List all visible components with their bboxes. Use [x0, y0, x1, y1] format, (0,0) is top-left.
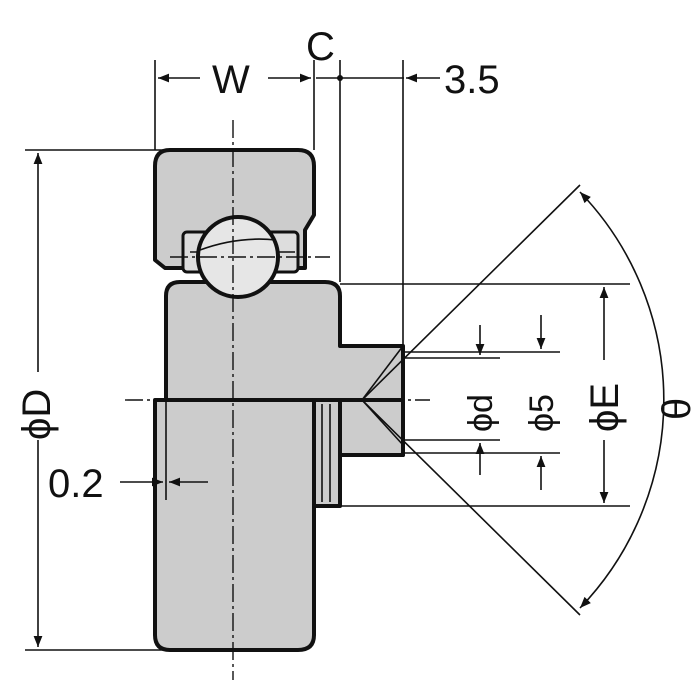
label-theta: θ: [655, 398, 699, 420]
angle-line-upper: [361, 184, 581, 401]
angle-line-lower: [361, 399, 581, 616]
label-c: C: [306, 25, 335, 69]
chamfer-line-upper: [361, 345, 404, 401]
label-3-5: 3.5: [444, 58, 500, 102]
inner-ring-section: [164, 280, 405, 402]
label-phi-small-d: ϕd: [462, 394, 500, 432]
label-0-2: 0.2: [48, 462, 104, 506]
chamfer-line-lower: [361, 399, 404, 446]
dim-c-dot: [337, 75, 343, 81]
inner-ring-lower-step: [312, 398, 342, 508]
label-phi-5: ϕ5: [523, 394, 561, 432]
label-w: W: [212, 58, 250, 102]
label-phi-e: ϕE: [583, 383, 627, 432]
angle-arc: [579, 191, 665, 609]
outer-ring-lower: [153, 398, 316, 652]
ball-highlight: [199, 238, 277, 251]
label-phi-d: ϕD: [15, 389, 59, 440]
